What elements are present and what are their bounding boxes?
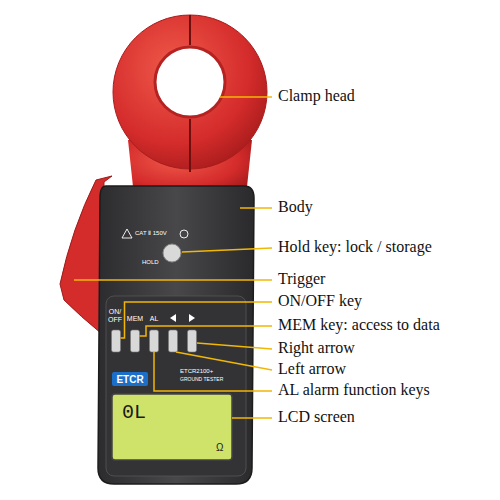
front-panel [106, 296, 246, 476]
rating-text: CAT Ⅱ 150V [135, 230, 167, 237]
symbol-icon [180, 230, 188, 238]
part-label: MEM key: access to data [278, 316, 440, 334]
clamp-opening [155, 47, 225, 117]
model-text: ETCR2100+ [180, 368, 213, 375]
part-label: Trigger [278, 270, 325, 288]
model-text: GROUND TESTER [180, 377, 223, 383]
leader-line [176, 352, 272, 370]
onoff-button [112, 330, 121, 352]
leader-line [74, 279, 272, 281]
leader-lines [74, 97, 272, 418]
leader-line [140, 326, 273, 336]
key-text: ON/ OFF [108, 308, 122, 323]
right-arrow-symbol [189, 314, 195, 322]
leader-line [240, 207, 272, 209]
meter-body [98, 186, 254, 484]
brand-badge [112, 372, 148, 386]
key-text: HOLD [142, 259, 159, 266]
part-label: ON/OFF key [278, 292, 362, 310]
lcd-unit: Ω [216, 442, 223, 453]
leader-line [182, 248, 272, 252]
brand-text: ETCR [112, 374, 148, 385]
leader-line [121, 302, 273, 338]
part-label: Left arrow [278, 360, 346, 378]
hold-key [163, 244, 181, 262]
leader-line [232, 417, 272, 419]
lcd-screen [112, 394, 232, 460]
key-text: MEM [126, 315, 144, 323]
left-button [169, 330, 178, 352]
part-label: Hold key: lock / storage [278, 238, 432, 256]
part-label: Body [278, 198, 313, 216]
part-label: LCD screen [278, 408, 355, 426]
jaw-split [189, 15, 191, 45]
right-button [188, 330, 197, 352]
mem-button [131, 330, 140, 352]
jaw-split [189, 119, 191, 172]
leader-line [197, 343, 272, 349]
left-arrow-symbol [170, 314, 176, 322]
part-label: AL alarm function keys [278, 381, 430, 399]
leader-line [154, 352, 272, 391]
lcd-reading: 0L [122, 402, 146, 424]
key-text: AL [149, 315, 159, 323]
al-button [150, 330, 159, 352]
part-label: Clamp head [278, 87, 355, 105]
leader-line [220, 96, 272, 98]
warning-icon [122, 229, 132, 238]
part-label: Right arrow [278, 339, 355, 357]
